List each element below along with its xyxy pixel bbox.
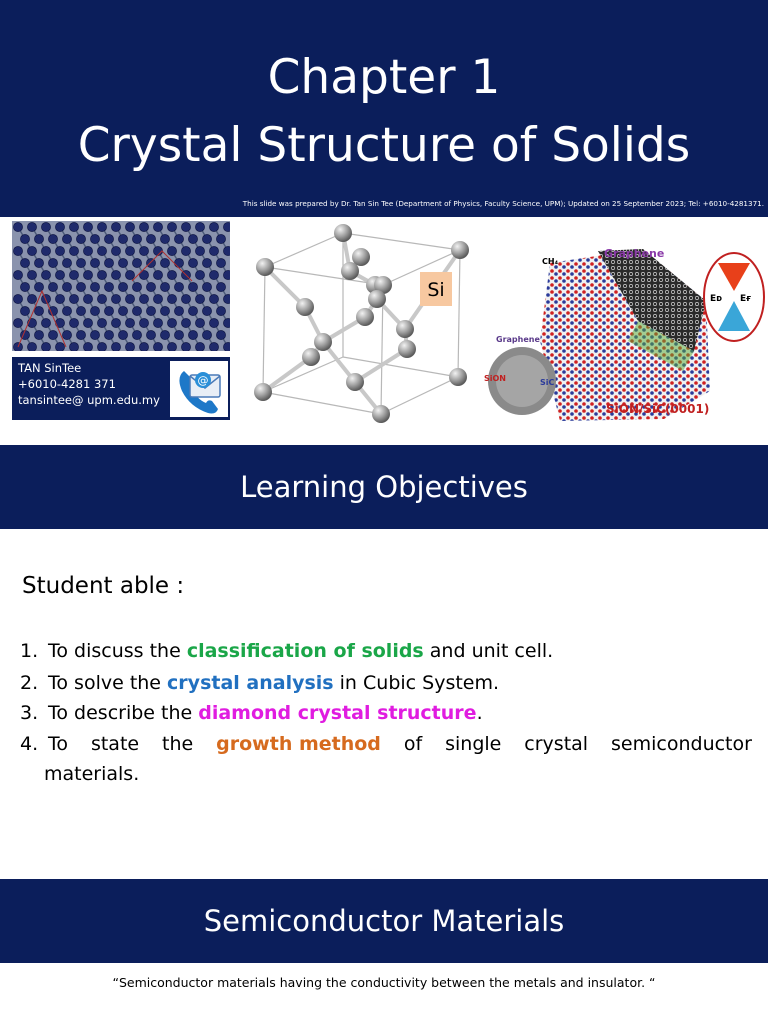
highlight-diamond-structure: diamond crystal structure bbox=[198, 702, 477, 724]
graphene-sic-image: Graphene CH₄ Eᴅ Eғ Graphene SiON SiC SiO… bbox=[484, 247, 765, 421]
sion-small-label: SiON bbox=[484, 374, 506, 383]
illustration-row: TAN SinTee +6010-4281 371 tansintee@ upm… bbox=[0, 217, 768, 445]
graphene-top-label: Graphene bbox=[604, 247, 664, 260]
sic-small-label: SiC bbox=[540, 378, 555, 387]
definition-quote: “Semiconductor materials having the cond… bbox=[112, 975, 656, 990]
contact-phone: +6010-4281 371 bbox=[18, 377, 116, 391]
objective-item: 3.To describe the diamond crystal struct… bbox=[20, 702, 483, 724]
learning-objectives-banner: Learning Objectives bbox=[0, 445, 768, 529]
sion-sic-label: SiON/SiC(0001) bbox=[606, 402, 709, 416]
ch4-label: CH₄ bbox=[542, 257, 559, 266]
title-banner: Chapter 1 Crystal Structure of Solids Th… bbox=[0, 0, 768, 217]
highlight-classification: classification of solids bbox=[186, 640, 424, 662]
si-label: Si bbox=[427, 279, 444, 301]
diamond-structure-image: Si bbox=[254, 224, 469, 423]
phone-email-icon: @ bbox=[170, 361, 228, 417]
highlight-growth-method: growth method bbox=[216, 733, 381, 755]
objective-item: 1.To discuss the classification of solid… bbox=[20, 640, 554, 662]
contact-name: TAN SinTee bbox=[18, 361, 82, 375]
highlight-crystal-analysis: crystal analysis bbox=[167, 672, 334, 694]
semiconductor-materials-banner: Semiconductor Materials bbox=[0, 879, 768, 963]
chapter-number: Chapter 1 bbox=[267, 50, 501, 105]
contact-email: tansintee@ upm.edu.my bbox=[18, 393, 160, 407]
chapter-title: Crystal Structure of Solids bbox=[77, 118, 691, 173]
graphene-left-label: Graphene bbox=[496, 335, 540, 344]
slide-credit: This slide was prepared by Dr. Tan Sin T… bbox=[242, 199, 764, 208]
objectives-intro: Student able : bbox=[22, 573, 185, 599]
contact-card: TAN SinTee +6010-4281 371 tansintee@ upm… bbox=[12, 357, 230, 420]
learning-objectives-heading: Learning Objectives bbox=[240, 470, 528, 504]
semiconductor-materials-heading: Semiconductor Materials bbox=[203, 904, 565, 938]
objective-item: 2.To solve the crystal analysis in Cubic… bbox=[20, 672, 500, 694]
crystal-lattice-image bbox=[12, 221, 230, 351]
svg-text:@: @ bbox=[198, 374, 209, 387]
ed-label: Eᴅ bbox=[710, 294, 722, 304]
objective-item: 4.To state the growth method of single c… bbox=[20, 729, 752, 789]
ef-label: Eғ bbox=[740, 294, 751, 304]
